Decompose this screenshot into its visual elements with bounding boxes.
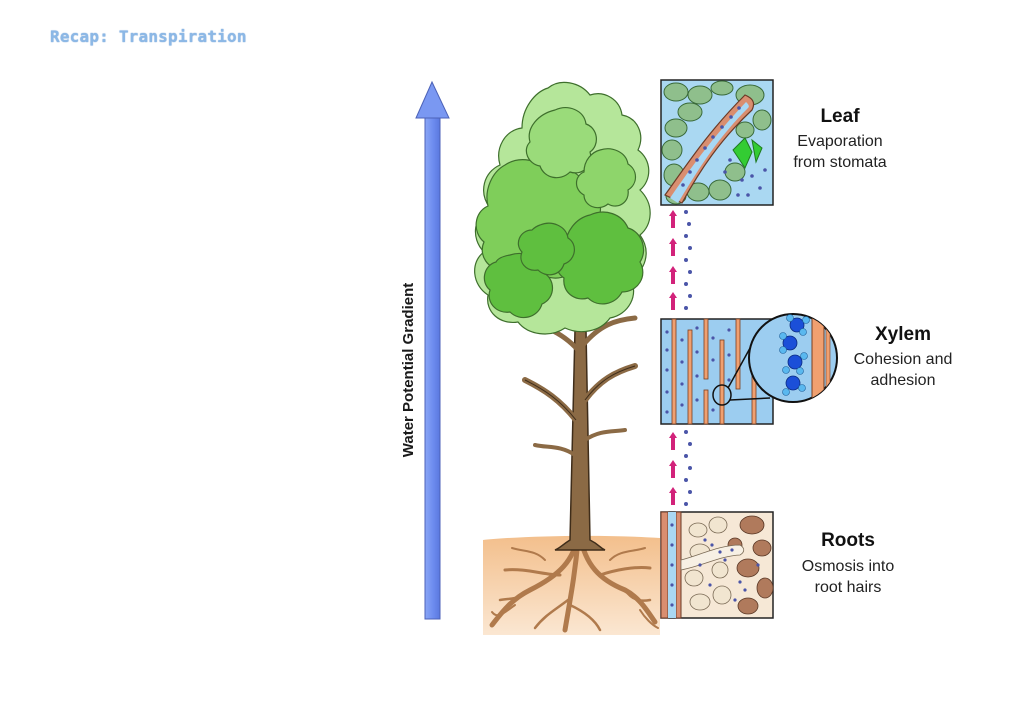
- svg-text:Cohesion and: Cohesion and: [854, 351, 953, 368]
- svg-text:Evaporation: Evaporation: [797, 133, 882, 150]
- svg-text:from stomata: from stomata: [793, 154, 886, 171]
- leaf-panel: [660, 79, 774, 206]
- svg-text:Xylem: Xylem: [875, 324, 931, 345]
- xylem-label: Xylem Cohesion and adhesion: [854, 324, 953, 389]
- svg-text:root hairs: root hairs: [815, 579, 882, 596]
- svg-text:Leaf: Leaf: [820, 106, 860, 127]
- xylem-panel: [660, 313, 838, 425]
- roots-panel: [660, 511, 774, 619]
- slide-title: Recap: Transpiration: [50, 27, 247, 46]
- gradient-arrow: [415, 80, 450, 620]
- tree-canopy: [474, 81, 651, 335]
- svg-text:Osmosis into: Osmosis into: [802, 558, 895, 575]
- gradient-label: Water Potential Gradient: [400, 283, 417, 457]
- roots-label: Roots Osmosis into root hairs: [802, 530, 895, 596]
- tree-trunk: [517, 315, 638, 551]
- svg-text:adhesion: adhesion: [871, 372, 936, 389]
- leaf-label: Leaf Evaporation from stomata: [793, 106, 886, 171]
- water-flow-arrows: [669, 210, 677, 505]
- water-molecules: [684, 210, 692, 506]
- svg-text:Roots: Roots: [821, 530, 875, 551]
